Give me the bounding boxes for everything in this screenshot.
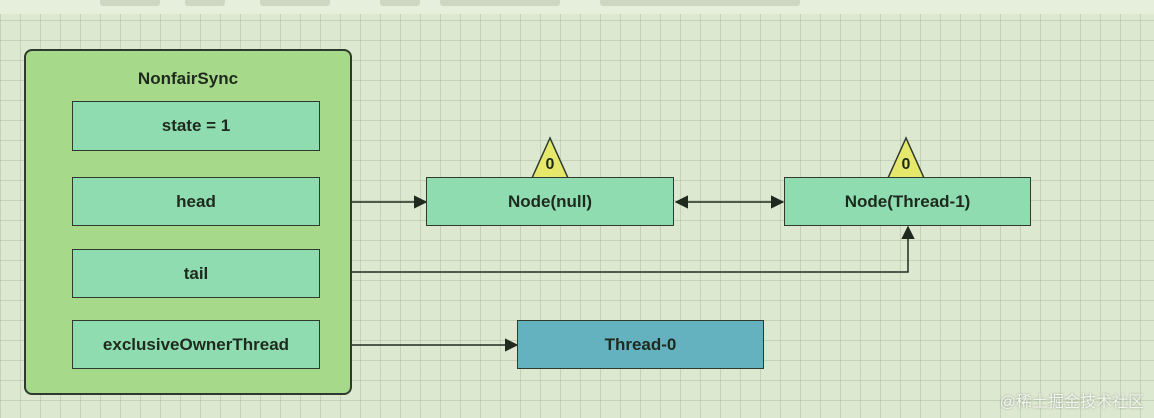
nonfair-sync-title: NonfairSync: [137, 69, 239, 88]
node-thread-1: Node(Thread-1): [784, 177, 1031, 226]
exclusive-owner-thread-field: exclusiveOwnerThread: [72, 320, 320, 369]
tail-to-node-thread1-arrow: [319, 225, 915, 279]
null-node-status-label: 0: [546, 156, 555, 173]
tail-field: tail: [72, 249, 320, 298]
cropped-text-strip: [0, 0, 1154, 14]
watermark-text: @稀土掘金技术社区: [999, 394, 1144, 411]
thread-0-box: Thread-0: [517, 320, 764, 369]
state-field: state = 1: [72, 101, 320, 151]
thread1-node-status-label: 0: [902, 156, 911, 173]
node-null: Node(null): [426, 177, 674, 226]
head-field: head: [72, 177, 320, 226]
